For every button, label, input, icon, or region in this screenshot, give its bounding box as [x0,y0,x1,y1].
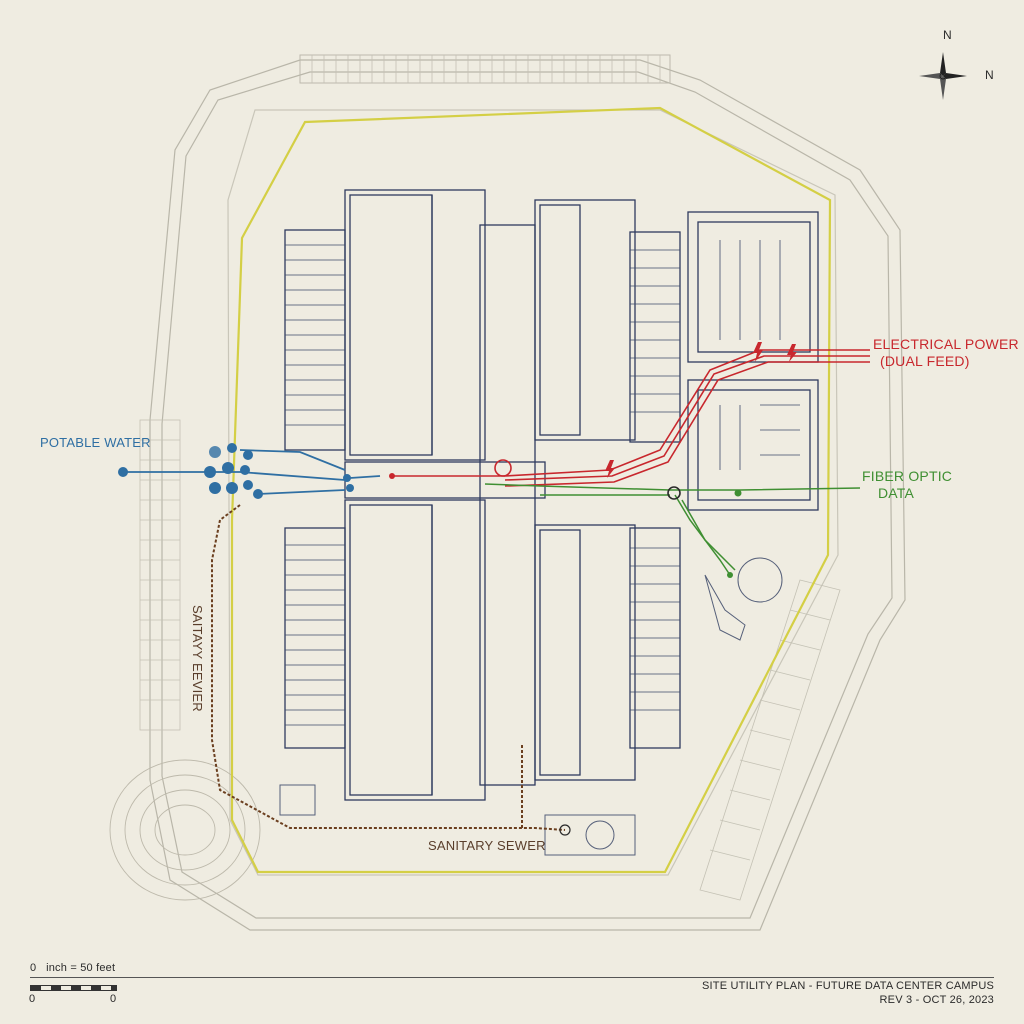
parking-right [699,579,841,901]
potable-water-label: POTABLE WATER [40,435,151,450]
drawing-title: SITE UTILITY PLAN - FUTURE DATA CENTER C… [702,980,994,992]
parking-stalls-top [311,55,661,83]
sanitary-sewer-line [211,504,566,831]
compass-north-label: N [943,28,952,42]
property-boundary [230,106,832,874]
fiber-data-label: DATA [878,485,915,501]
scale-text: 0 inch = 50 feet [30,962,116,974]
sanitary-sewer-side-label: SAITAYY EEVIER [190,605,205,712]
scale-bar [30,985,117,991]
title-block-rule [30,977,994,978]
electrical-power-label: ELECTRICAL POWER [873,336,1019,352]
scale-tick-right: 0 [110,993,117,1005]
sewer-manhole-icon [559,824,571,836]
compass-east-label: N [985,68,994,82]
equipment-yard [279,557,783,856]
fiber-nodes [667,486,742,578]
scale-tick-left: 0 [29,993,36,1005]
parking-left [139,419,181,731]
electrical-feed-label: (DUAL FEED) [880,353,970,369]
perimeter-road [149,59,906,931]
sanitary-sewer-bottom-label: SANITARY SEWER [428,838,546,853]
fiber-optic-label: FIBER OPTIC [862,468,953,484]
compass-rose-icon [915,48,971,104]
drawing-revision: REV 3 - OCT 26, 2023 [879,994,994,1006]
fiber-optic-line [484,483,861,576]
water-tanks [118,443,354,499]
parking-top [299,54,671,84]
retention-pond [109,759,261,901]
electrical-bolt-icons [389,342,797,479]
annex-stripes [285,240,800,726]
